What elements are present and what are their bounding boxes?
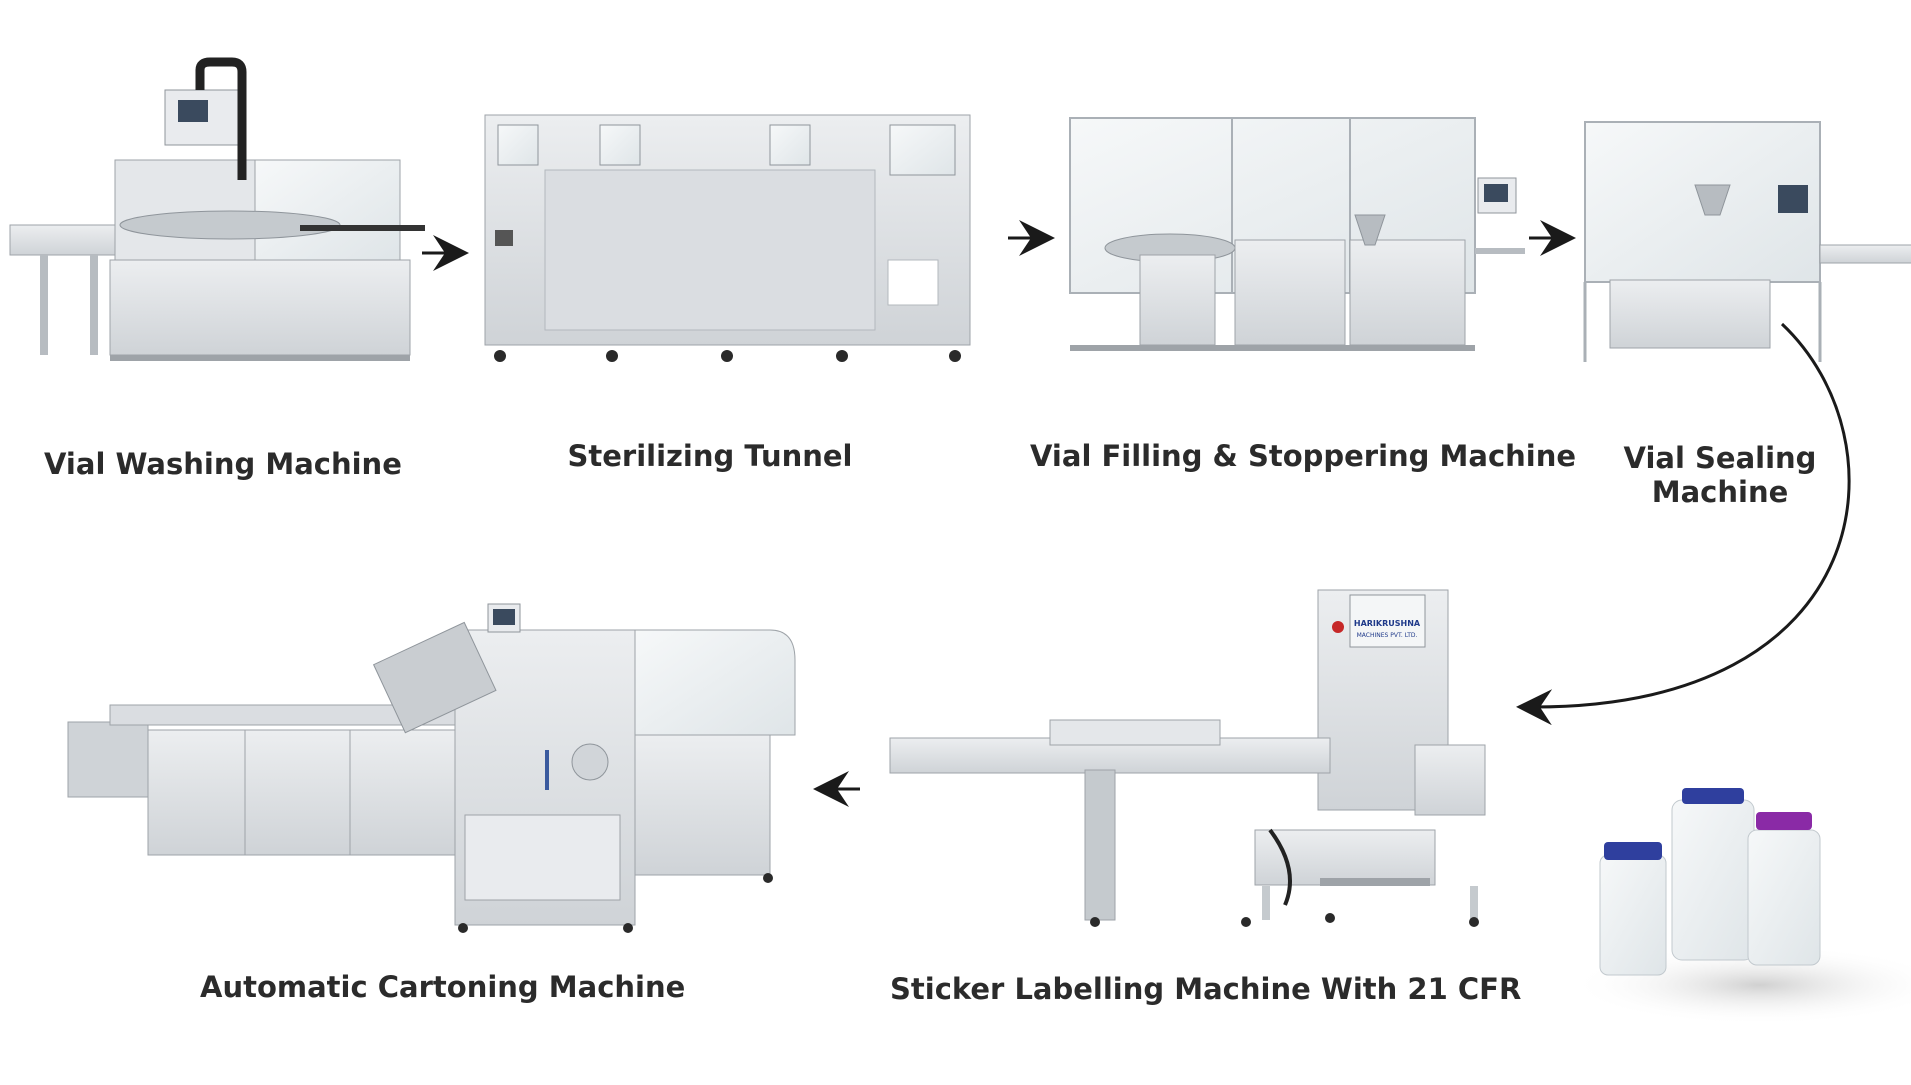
label-vial-sealing-line1: Vial Sealing	[1623, 441, 1817, 475]
label-vial-sealing-machine: Vial Sealing Machine	[1605, 441, 1835, 509]
sticker-labelling-machine-illustration: HARIKRUSHNA MACHINES PVT. LTD.	[889, 589, 1486, 927]
label-vial-sealing-line2: Machine	[1651, 475, 1789, 509]
labeller-brand-line1: HARIKRUSHNA	[1354, 619, 1421, 628]
automatic-cartoning-machine-illustration	[67, 603, 796, 933]
label-automatic-cartoning-machine: Automatic Cartoning Machine	[200, 970, 686, 1004]
vial-filling-stoppering-machine-illustration	[1069, 117, 1525, 351]
label-vial-washing-machine: Vial Washing Machine	[44, 447, 402, 481]
vial-sealing-machine-illustration	[1583, 121, 1911, 362]
label-vial-filling-stoppering-machine: Vial Filling & Stoppering Machine	[1030, 439, 1577, 473]
labeller-brand-line2: MACHINES PVT. LTD.	[1357, 632, 1418, 639]
sterilizing-tunnel-illustration	[484, 114, 971, 362]
label-sticker-labelling-machine: Sticker Labelling Machine With 21 CFR	[890, 972, 1522, 1006]
vial-washing-machine-illustration	[9, 57, 425, 361]
vials-illustration	[1570, 788, 1911, 1025]
flow-arrows	[422, 220, 1851, 807]
arrow-sealing-to-labelling	[1516, 322, 1851, 726]
label-sterilizing-tunnel: Sterilizing Tunnel	[567, 439, 853, 473]
